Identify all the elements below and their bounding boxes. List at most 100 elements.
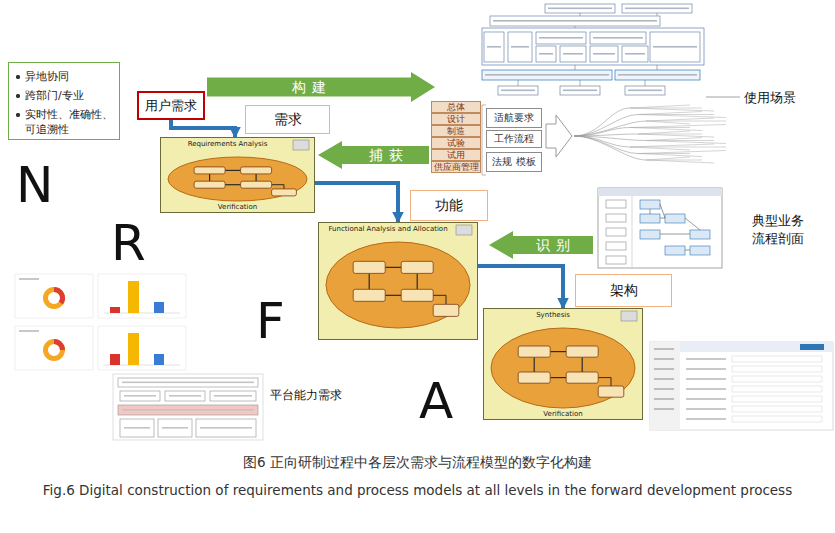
tree-leaf [646, 160, 714, 163]
panel-icon [456, 225, 472, 235]
spec-box: 适航要求 [486, 108, 542, 128]
node-text: 供应商管理 [434, 162, 479, 173]
hierarchy-link [657, 13, 658, 16]
tree-leaf [638, 151, 726, 154]
hierarchy-box [482, 70, 612, 80]
stage-letter: N [16, 156, 53, 214]
loop-line [598, 378, 611, 386]
hollow-arrow [546, 115, 572, 157]
hierarchy-box [490, 16, 660, 26]
node-text: 捕获 [363, 148, 409, 162]
loop-line [209, 174, 210, 181]
hierarchy-box [545, 4, 615, 13]
hierarchy-box [615, 70, 700, 80]
tree-leaf [646, 121, 726, 122]
unreadable-text-bar [563, 53, 583, 55]
unreadable-text-bar [625, 8, 689, 10]
unreadable-text-bar [487, 46, 501, 48]
lane-box [606, 214, 626, 222]
tree-leaf [646, 118, 714, 121]
loop-line [385, 267, 401, 268]
nav-item [654, 408, 674, 410]
unreadable-text-bar [653, 46, 697, 48]
unreadable-text-bar [539, 53, 553, 55]
platform-label: 平台能力需求 [270, 387, 342, 404]
stage-cell: 试验 [431, 137, 481, 149]
panel-icon [621, 311, 637, 321]
loop-line [417, 273, 418, 289]
loop-line [534, 357, 535, 372]
green-block-arrow: 识别 [489, 231, 593, 259]
flow-arrow [171, 120, 235, 137]
form-field [732, 376, 822, 382]
activity-box [640, 230, 660, 239]
model-step-box [566, 372, 598, 383]
nav-item [654, 388, 674, 390]
lane-box [606, 242, 626, 250]
panel-ground [319, 223, 478, 340]
unreadable-text-bar [124, 395, 156, 397]
model-step-box [272, 189, 297, 196]
dashboard-card [15, 274, 186, 318]
activity-box [665, 214, 685, 223]
unreadable-text-bar [593, 53, 615, 55]
dashboard-card [15, 326, 186, 370]
hierarchy-box [622, 46, 648, 62]
form-label-bar [686, 368, 726, 370]
unreadable-text-bar [618, 74, 697, 76]
activity-box [690, 246, 710, 255]
card-frame [98, 274, 186, 318]
leader-line [706, 97, 740, 98]
hierarchy-box [536, 32, 586, 44]
capability-frame [113, 374, 263, 440]
hierarchy-box [560, 46, 586, 62]
stage-letter: F [256, 292, 285, 350]
bar [154, 354, 164, 365]
hierarchy-link [518, 80, 519, 86]
nav-item [654, 368, 674, 370]
panel-ground [484, 309, 643, 420]
loop-line [550, 377, 566, 378]
arrow-body [489, 231, 593, 259]
hierarchy-frame [482, 28, 704, 65]
donut-ring [43, 287, 65, 309]
form-field [732, 356, 822, 362]
tree-leaf [646, 121, 690, 124]
node-text: 总体 [447, 102, 465, 113]
unreadable-text-bar [122, 409, 254, 411]
model-step-box [353, 289, 385, 301]
form-label-bar [686, 398, 726, 400]
hierarchy-link [575, 65, 576, 70]
node-text: 跨部门/专业 [15, 88, 113, 103]
form-label-bar [686, 418, 726, 420]
lane-box [606, 256, 626, 264]
chart-frame [598, 188, 722, 268]
hierarchy-box [650, 32, 700, 62]
capability-box [158, 419, 192, 437]
tree-leaf [638, 154, 702, 157]
bar [128, 333, 139, 365]
panel-figure [160, 137, 315, 213]
form-field [732, 366, 822, 372]
stage-cell: 设计 [431, 113, 481, 125]
stage-letter: R [111, 214, 146, 272]
stage-cell: 总体 [431, 101, 481, 113]
hierarchy-box [536, 46, 556, 62]
unreadable-text-bar [501, 90, 535, 92]
model-step-box [566, 346, 598, 357]
capability-box [120, 419, 154, 437]
unreadable-text-bar [625, 53, 645, 55]
panel-ground [161, 138, 315, 213]
lane-divider [632, 196, 633, 268]
loop-line [256, 174, 257, 181]
node-text: 功能 [435, 197, 463, 215]
node-text: 识别 [530, 238, 576, 252]
form-label-bar [686, 358, 726, 360]
panel-footer: Verification [168, 203, 307, 211]
bar [128, 281, 139, 313]
level-tag-box: 架构 [575, 274, 672, 307]
flow-arrow [315, 183, 398, 222]
node-text: 架构 [610, 282, 638, 300]
card-title-bar [19, 330, 39, 332]
node-text: 适航要求 [494, 111, 534, 125]
